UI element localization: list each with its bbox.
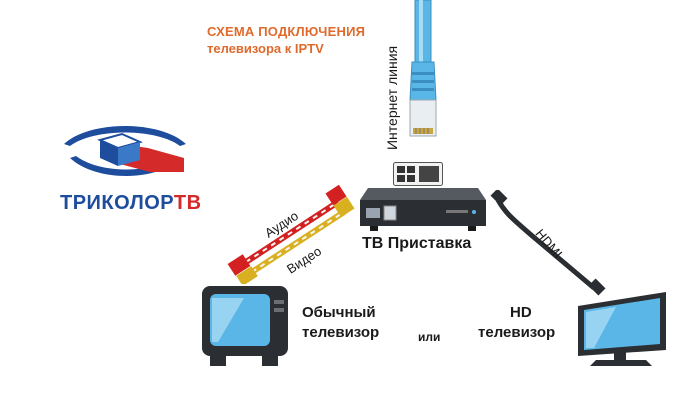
rca-cable-icon bbox=[227, 184, 355, 284]
hd-tv-label-line2: телевизор bbox=[478, 324, 556, 341]
tricolor-logo-icon bbox=[64, 126, 186, 176]
hdmi-cable-icon bbox=[490, 190, 606, 296]
regular-tv-label-line1: Обычный bbox=[302, 304, 376, 321]
brand-name-tv: ТВ bbox=[173, 192, 202, 214]
crt-tv-icon bbox=[202, 286, 288, 366]
diagram-title-line2: телевизора к IPTV bbox=[207, 41, 324, 56]
diagram-title-line1: СХЕМА ПОДКЛЮЧЕНИЯ bbox=[207, 24, 366, 39]
rj45-port-icon bbox=[393, 162, 443, 186]
regular-tv-label-line2: телевизор bbox=[302, 324, 380, 341]
flat-tv-icon bbox=[578, 292, 666, 366]
set-top-box-label: ТВ Приставка bbox=[362, 235, 472, 252]
internet-line-label: Интернет линия bbox=[384, 45, 400, 150]
brand-name-main: ТРИКОЛОР bbox=[60, 192, 174, 214]
brand-name: ТРИКОЛОРТВ bbox=[60, 192, 202, 215]
set-top-box-icon bbox=[360, 188, 486, 231]
ethernet-plug-icon bbox=[409, 0, 437, 137]
or-label: или bbox=[418, 330, 441, 344]
hd-tv-label-line1: HD bbox=[510, 304, 532, 321]
